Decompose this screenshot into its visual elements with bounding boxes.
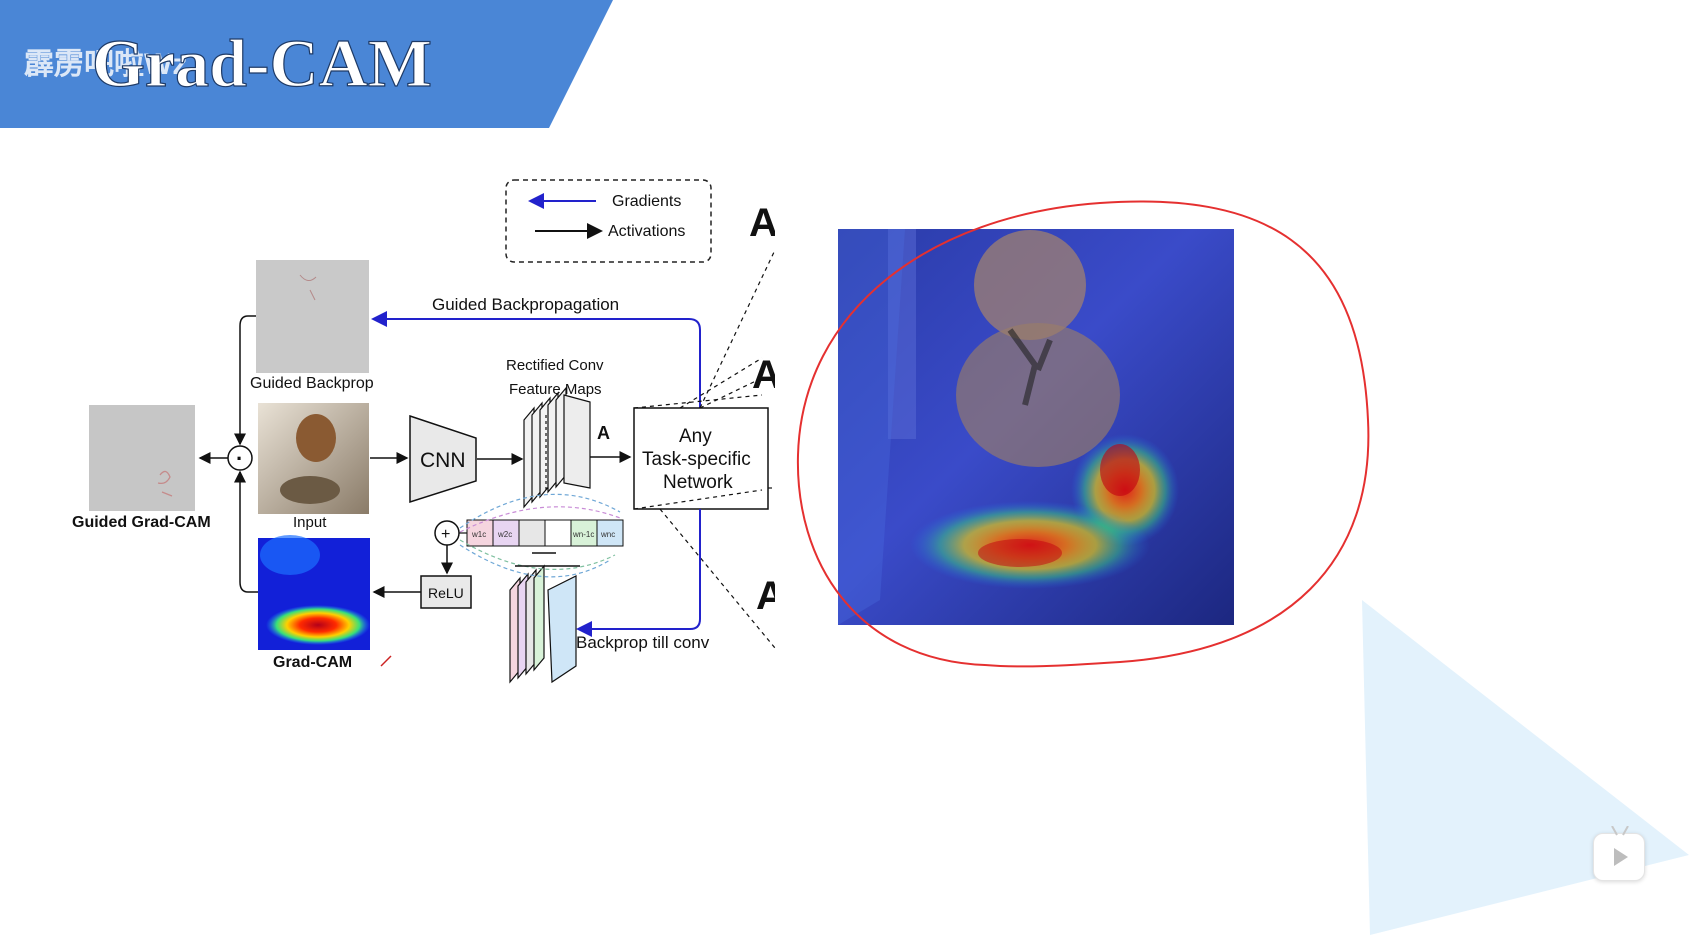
cnn-label: CNN <box>420 449 466 472</box>
play-icon <box>1614 848 1628 866</box>
weights-labels: w1c w2c wn-1c wnc <box>471 530 615 539</box>
network-line-2: Task-specific <box>642 449 751 470</box>
gradient-maps-stack <box>509 564 577 684</box>
pooling-arcs <box>459 493 621 578</box>
multiply-symbol: · <box>236 446 243 471</box>
gradcam-label: Grad-CAM <box>273 654 352 671</box>
network-fan-lines <box>633 249 776 649</box>
slide-title: Grad-CAM <box>92 25 432 101</box>
cnn-block <box>409 414 477 504</box>
multiply-connectors <box>198 315 258 593</box>
svg-text:wn-1c: wn-1c <box>572 530 594 539</box>
relu-box <box>420 575 472 609</box>
guided-gradcam-image <box>89 405 195 511</box>
pen-mark <box>380 655 392 667</box>
svg-text:wnc: wnc <box>600 530 615 539</box>
legend-gradients: Gradients <box>612 193 681 210</box>
rectified-label-2: Feature Maps <box>509 381 602 398</box>
network-line-1: Any <box>679 426 712 447</box>
gradcam-image <box>258 535 370 650</box>
network-line-3: Network <box>663 472 733 493</box>
input-image <box>258 403 369 514</box>
guided-backprop-arrow-label: Guided Backpropagation <box>432 295 619 314</box>
weights-bar <box>466 519 624 547</box>
relu-label: ReLU <box>428 585 464 601</box>
svg-text:A: A <box>749 201 778 245</box>
header-band: 霹雳吧啦Wz Grad-CAM <box>0 0 613 128</box>
play-button[interactable] <box>1593 826 1645 881</box>
rectified-label-1: Rectified Conv <box>506 357 604 374</box>
heatmap-photo <box>838 229 1234 625</box>
backprop-conv-label: Backprop till conv <box>576 633 710 652</box>
annotation-circle <box>796 200 1370 668</box>
input-label: Input <box>293 514 327 531</box>
svg-text:w1c: w1c <box>471 530 486 539</box>
watermark-text: 霹雳吧啦Wz <box>24 47 187 81</box>
tv-ears-icon <box>1611 826 1629 836</box>
feature-maps-stack <box>523 386 591 509</box>
guided-backprop-image <box>256 260 369 373</box>
cut-off-letters: A A A <box>749 150 785 670</box>
guided-backprop-label: Guided Backprop <box>250 375 374 392</box>
guided-gradcam-label: Guided Grad-CAM <box>72 514 211 531</box>
decor-triangle <box>1362 600 1689 935</box>
guided-backprop-arrow <box>371 311 701 425</box>
legend-box: Gradients Activations <box>505 179 712 263</box>
legend-activations: Activations <box>608 223 685 240</box>
sum-symbol: + <box>441 526 450 543</box>
backprop-conv-arrow <box>576 509 701 637</box>
activation-symbol: A <box>597 423 610 443</box>
svg-text:w2c: w2c <box>497 530 512 539</box>
